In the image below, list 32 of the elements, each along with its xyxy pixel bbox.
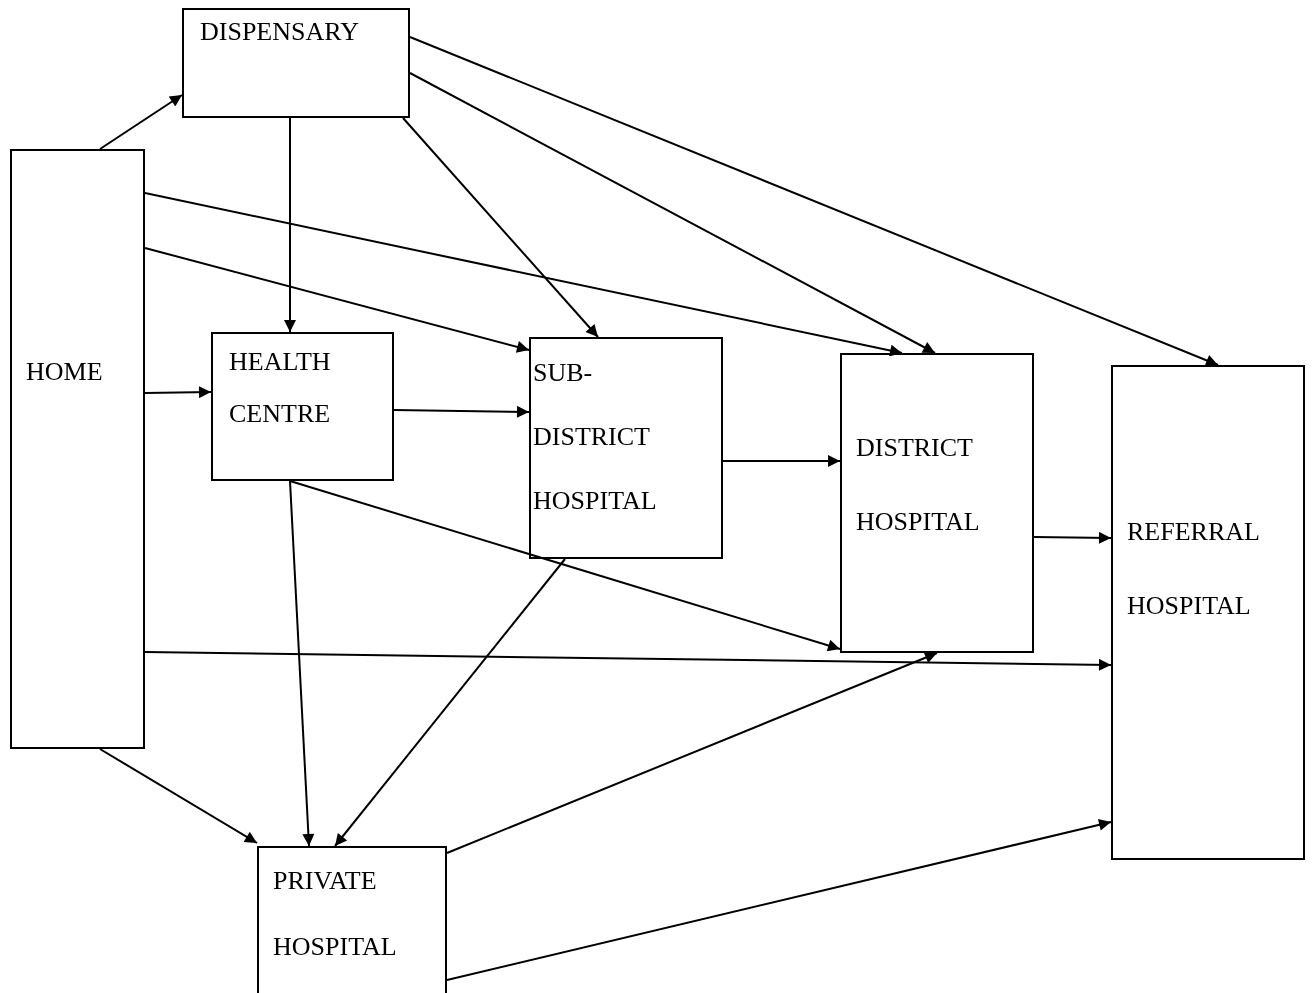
arrow: [99, 748, 258, 844]
arrow: [446, 818, 1112, 981]
process-box: [1111, 365, 1305, 860]
process-box: [257, 846, 447, 993]
node-label: DISPENSARY: [200, 17, 360, 47]
arrow: [144, 651, 1112, 671]
arrow: [99, 94, 183, 150]
node-label: HEALTH CENTRE: [229, 346, 332, 430]
arrow: [409, 72, 936, 354]
node-label: HOME: [26, 357, 104, 387]
process-box: [10, 149, 145, 749]
arrow: [409, 36, 1219, 367]
node-label: SUB- DISTRICT HOSPITAL: [533, 357, 658, 517]
arrow: [289, 480, 315, 847]
process-box: [840, 353, 1034, 653]
arrow: [144, 247, 530, 353]
node-label: PRIVATE HOSPITAL: [273, 865, 398, 963]
arrow: [393, 405, 530, 418]
node-label: REFERRAL HOSPITAL: [1127, 516, 1260, 622]
node-label: DISTRICT HOSPITAL: [856, 432, 981, 538]
process-box: [529, 337, 723, 559]
process-box: [211, 332, 394, 481]
arrow: [144, 192, 903, 357]
arrow: [402, 117, 599, 338]
arrow: [144, 386, 212, 399]
arrow: [289, 480, 841, 652]
process-box: [182, 8, 410, 118]
arrow: [446, 652, 938, 854]
arrow: [284, 117, 296, 333]
arrow: [722, 455, 841, 467]
arrow: [1033, 531, 1112, 544]
arrow: [334, 558, 566, 847]
